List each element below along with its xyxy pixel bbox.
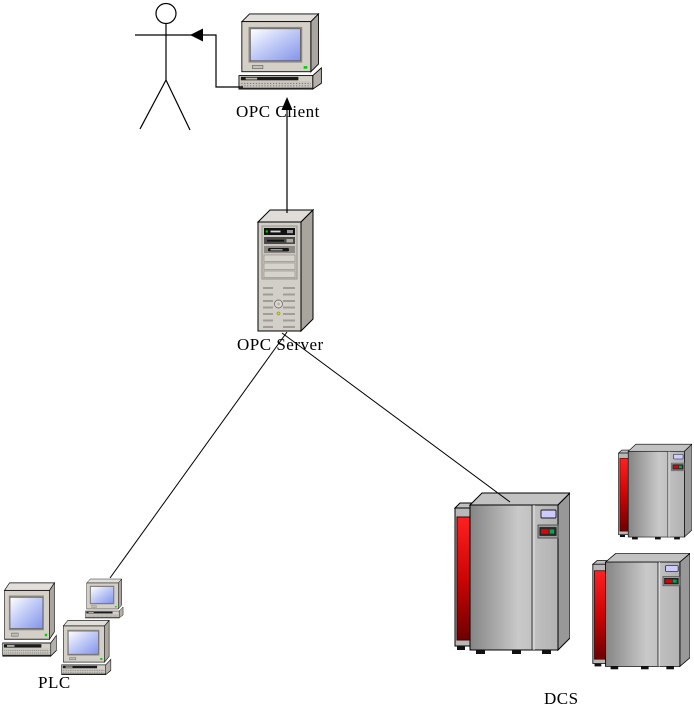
dcs-mainframe-1 — [454, 492, 570, 655]
opc-server-label: OPC Server — [237, 335, 324, 354]
plc-label: PLC — [38, 673, 71, 692]
arrow-client-to-user — [190, 28, 243, 88]
plc-computer-2 — [85, 578, 124, 619]
dcs-mainframe-3 — [592, 553, 690, 670]
person-leg-left — [139, 79, 167, 130]
dcs-mainframe-2 — [618, 443, 692, 540]
tower-vents — [263, 287, 295, 328]
dcs-label: DCS — [544, 689, 579, 708]
blank-bay-1 — [263, 254, 296, 262]
person-figure — [135, 2, 195, 131]
plc-computer-1 — [2, 582, 57, 657]
arrowhead-up-icon — [281, 97, 293, 110]
blank-bay-3 — [263, 270, 296, 278]
connector-server-plc — [109, 331, 288, 579]
opc-client-computer — [238, 13, 322, 90]
person-head — [155, 2, 177, 25]
blank-bay-2 — [263, 262, 296, 270]
arrow-server-to-client — [281, 97, 293, 213]
connector-server-dcs — [281, 332, 511, 503]
person-leg-right — [165, 79, 191, 131]
plc-computer-3 — [61, 620, 112, 675]
opc-client-label: OPC Client — [236, 102, 320, 121]
tower-side — [300, 208, 314, 333]
arrowhead-left-icon — [190, 28, 203, 42]
tower-power-led — [276, 311, 281, 316]
opc-server-tower — [256, 208, 315, 333]
